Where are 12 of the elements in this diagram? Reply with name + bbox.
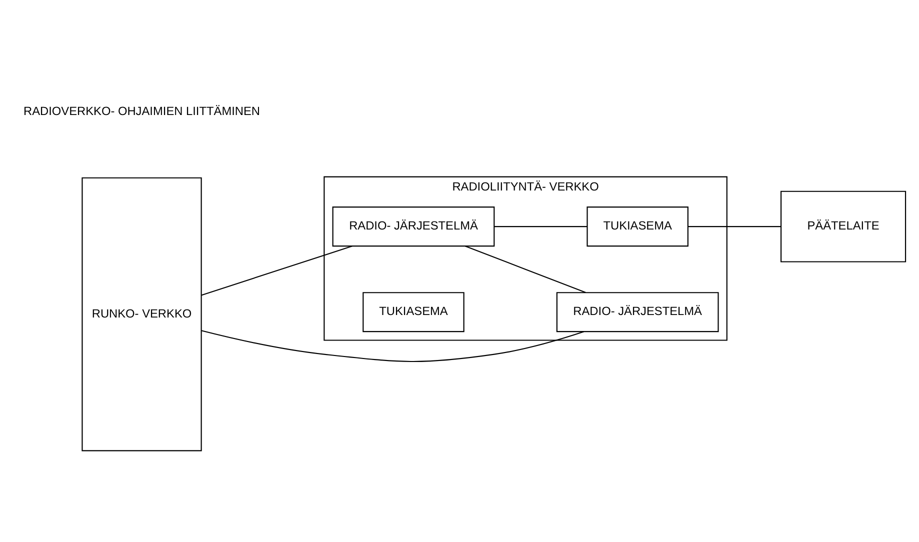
node-box: RADIO- JÄRJESTELMÄ bbox=[556, 292, 719, 332]
connector bbox=[465, 245, 586, 293]
node-box: TUKIASEMA bbox=[362, 292, 464, 332]
connector bbox=[201, 245, 352, 296]
connector bbox=[688, 226, 781, 227]
label: RADIOVERKKO- OHJAIMIEN LIITTÄMINEN bbox=[23, 103, 260, 118]
node-box: TUKIASEMA bbox=[586, 206, 688, 246]
node-box: PÄÄTELAITE bbox=[780, 190, 906, 262]
node-box: RADIO- JÄRJESTELMÄ bbox=[332, 206, 495, 246]
connector bbox=[201, 330, 584, 362]
node-box: RUNKO- VERKKO bbox=[82, 176, 202, 451]
connector bbox=[494, 226, 588, 227]
